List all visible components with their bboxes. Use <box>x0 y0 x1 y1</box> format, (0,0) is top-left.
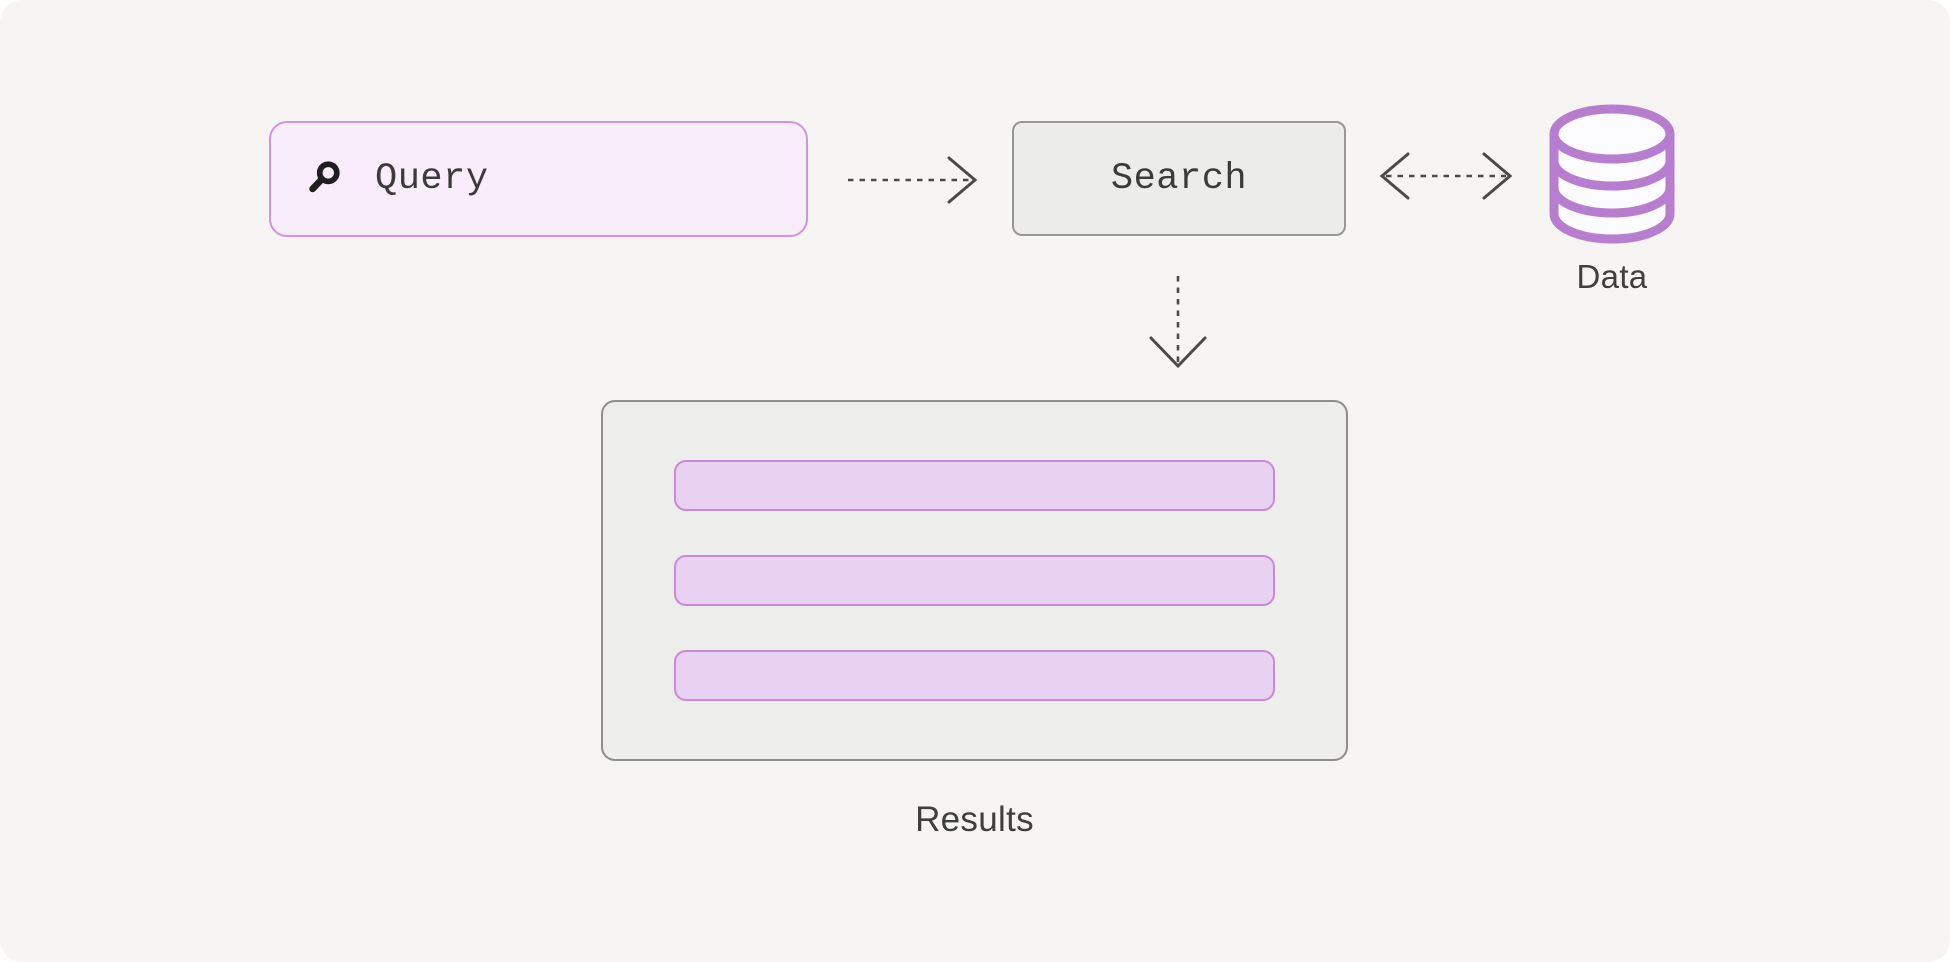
data-label: Data <box>1576 258 1648 295</box>
result-bar <box>674 460 1275 511</box>
results-label: Results <box>915 800 1034 839</box>
arrow-query-to-search <box>848 156 978 204</box>
data-node: Data <box>1530 104 1694 296</box>
result-bar <box>674 555 1275 606</box>
arrow-search-data-bidirectional <box>1379 152 1513 200</box>
arrow-search-to-results <box>1149 276 1207 369</box>
query-label: Query <box>375 158 489 200</box>
result-bar <box>674 650 1275 701</box>
database-icon <box>1549 104 1675 244</box>
results-panel <box>601 400 1348 761</box>
search-label: Search <box>1110 157 1248 200</box>
search-icon <box>309 161 340 193</box>
query-input[interactable]: Query <box>269 121 808 237</box>
search-button[interactable]: Search <box>1012 121 1346 236</box>
